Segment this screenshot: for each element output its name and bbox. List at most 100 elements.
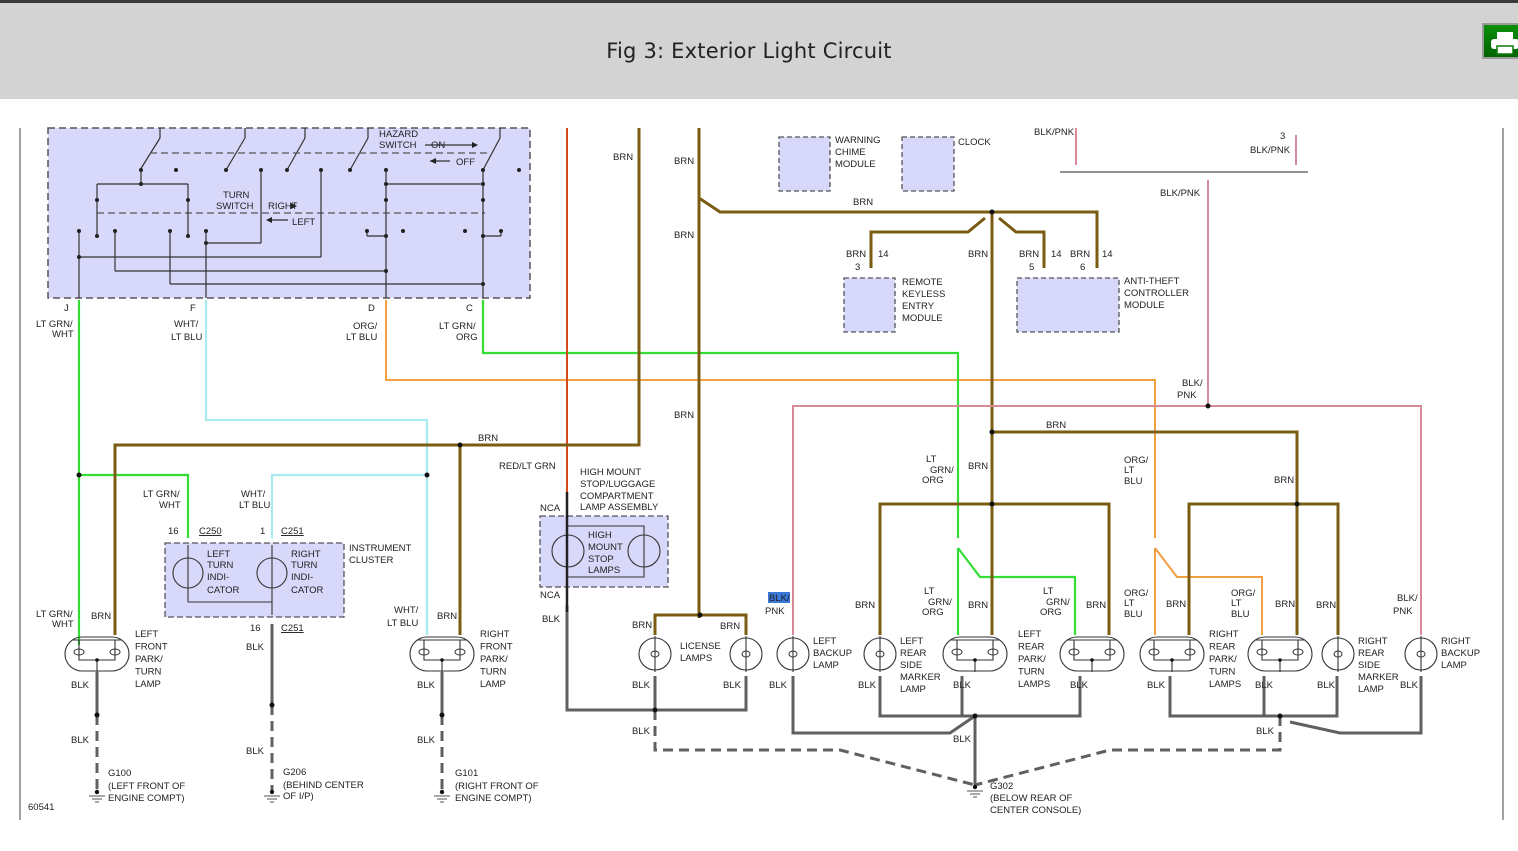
svg-text:BLU: BLU	[1231, 609, 1250, 620]
svg-text:14: 14	[1102, 249, 1113, 260]
left-front-park-turn-lamp-label: LEFT	[135, 629, 158, 640]
license-lamp-left-label: LICENSE	[680, 641, 721, 652]
left-rear-side-marker-lamp-label: MARKER	[900, 672, 941, 683]
svg-text:ANTI-THEFT: ANTI-THEFT	[1124, 276, 1180, 287]
svg-text:INDI-: INDI-	[207, 572, 229, 583]
hazard-on-label: ON	[431, 140, 445, 151]
svg-text:RIGHT: RIGHT	[291, 549, 321, 560]
svg-text:MODULE: MODULE	[902, 313, 943, 324]
svg-text:BLU: BLU	[1124, 476, 1143, 487]
svg-text:COMPARTMENT: COMPARTMENT	[580, 491, 654, 502]
left-rear-park-turn-lamp-1-label: LEFT	[1018, 629, 1041, 640]
svg-text:BRN: BRN	[674, 156, 694, 167]
svg-text:G302: G302	[990, 781, 1013, 792]
svg-text:BLK/: BLK/	[1182, 378, 1203, 389]
svg-text:PNK: PNK	[765, 606, 785, 617]
right-front-park-turn-lamp-label: PARK/	[480, 654, 508, 665]
svg-text:TURN: TURN	[291, 560, 318, 571]
ground-symbol	[89, 789, 105, 803]
left-rear-park-turn-lamp-1-label: TURN	[1018, 667, 1045, 678]
svg-text:LEFT: LEFT	[207, 549, 230, 560]
turn-switch-label-2: SWITCH	[216, 201, 254, 212]
right-rear-side-marker-lamp-label: REAR	[1358, 648, 1385, 659]
print-button[interactable]	[1482, 23, 1518, 59]
right-backup-lamp-label: LAMP	[1441, 660, 1467, 671]
svg-text:LT: LT	[1124, 465, 1135, 476]
svg-text:ORG: ORG	[922, 607, 944, 618]
right-front-park-turn-lamp-label: FRONT	[480, 642, 513, 653]
svg-text:ORG: ORG	[922, 475, 944, 486]
svg-text:(LEFT FRONT OF: (LEFT FRONT OF	[108, 781, 185, 792]
left-rear-park-turn-lamp-2	[1059, 636, 1125, 672]
pin-d-label: D	[368, 303, 375, 314]
turn-switch-label-1: TURN	[223, 190, 250, 201]
svg-text:CATOR: CATOR	[207, 585, 240, 596]
left-front-park-turn-lamp-label: LAMP	[135, 679, 161, 690]
svg-text:BLK/PNK: BLK/PNK	[1250, 145, 1291, 156]
svg-text:BLK: BLK	[1255, 680, 1274, 691]
svg-text:(BELOW REAR OF: (BELOW REAR OF	[990, 793, 1073, 804]
svg-text:WHT: WHT	[159, 500, 181, 511]
svg-text:LT GRN/: LT GRN/	[36, 319, 73, 330]
svg-text:LAMPS: LAMPS	[588, 565, 620, 576]
warning-chime-module: WARNING CHIME MODULE	[778, 135, 881, 192]
svg-text:PNK: PNK	[1177, 390, 1197, 401]
high-mount-stop-lamp-assembly: HIGH MOUNT STOP/LUGGAGE COMPARTMENT LAMP…	[539, 467, 669, 612]
right-rear-side-marker-lamp-label: MARKER	[1358, 672, 1399, 683]
hazard-switch-label-1: HAZARD	[379, 129, 418, 140]
right-rear-park-turn-lamp-1-label: PARK/	[1209, 654, 1237, 665]
svg-text:TURN: TURN	[207, 560, 234, 571]
svg-text:INSTRUMENT: INSTRUMENT	[349, 543, 411, 554]
svg-text:BRN: BRN	[632, 620, 652, 631]
svg-text:ORG/: ORG/	[1124, 588, 1149, 599]
svg-text:G101: G101	[455, 768, 478, 779]
anti-theft-controller-module: ANTI-THEFT CONTROLLER MODULE	[1016, 276, 1189, 333]
svg-text:BLK: BLK	[953, 680, 972, 691]
svg-text:6: 6	[1080, 262, 1085, 273]
left-front-park-turn-lamp-label: PARK/	[135, 654, 163, 665]
svg-text:CLOCK: CLOCK	[958, 137, 991, 148]
svg-text:C251: C251	[281, 623, 304, 634]
svg-text:3: 3	[855, 262, 860, 273]
svg-text:5: 5	[1029, 262, 1034, 273]
left-backup-lamp-label: LEFT	[813, 636, 836, 647]
svg-text:1: 1	[260, 526, 265, 537]
svg-text:BRN: BRN	[1086, 600, 1106, 611]
svg-text:LT GRN/: LT GRN/	[143, 489, 180, 500]
svg-text:WARNING: WARNING	[835, 135, 881, 146]
svg-text:BRN: BRN	[1166, 599, 1186, 610]
svg-text:BLU: BLU	[1124, 609, 1143, 620]
svg-text:BRN: BRN	[1019, 249, 1039, 260]
svg-text:RED/LT GRN: RED/LT GRN	[499, 461, 556, 472]
svg-text:STOP: STOP	[588, 554, 614, 565]
svg-text:BLK: BLK	[632, 680, 651, 691]
pin-f-label: F	[190, 303, 196, 314]
left-rear-park-turn-lamp-1-label: REAR	[1018, 642, 1045, 653]
svg-text:KEYLESS: KEYLESS	[902, 289, 945, 300]
svg-text:BLK: BLK	[1400, 680, 1419, 691]
svg-text:LT: LT	[924, 586, 935, 597]
svg-text:INDI-: INDI-	[291, 572, 313, 583]
svg-text:BLK: BLK	[1317, 680, 1336, 691]
svg-text:ORG/: ORG/	[1124, 455, 1149, 466]
svg-text:GRN/: GRN/	[1046, 597, 1070, 608]
svg-text:C251: C251	[281, 526, 304, 537]
lamps: LEFTFRONTPARK/TURNLAMPRIGHTFRONTPARK/TUR…	[64, 629, 1480, 695]
svg-text:BLK: BLK	[858, 680, 877, 691]
printer-icon	[1491, 32, 1518, 55]
right-backup-lamp-label: BACKUP	[1441, 648, 1480, 659]
svg-text:BRN: BRN	[855, 600, 875, 611]
left-rear-side-marker-lamp-label: LEFT	[900, 636, 923, 647]
svg-text:WHT/: WHT/	[174, 319, 199, 330]
svg-text:BRN: BRN	[968, 249, 988, 260]
svg-text:GRN/: GRN/	[930, 465, 954, 476]
svg-text:LT: LT	[1043, 586, 1054, 597]
hazard-switch-label-2: SWITCH	[379, 140, 417, 151]
svg-text:BRN: BRN	[1275, 599, 1295, 610]
svg-text:CENTER CONSOLE): CENTER CONSOLE)	[990, 805, 1081, 816]
wire-labels: LT GRN/ WHT WHT/ LT BLU ORG/ LT BLU LT G…	[36, 127, 1419, 757]
svg-text:ORG/: ORG/	[353, 321, 378, 332]
svg-text:WHT/: WHT/	[241, 489, 266, 500]
